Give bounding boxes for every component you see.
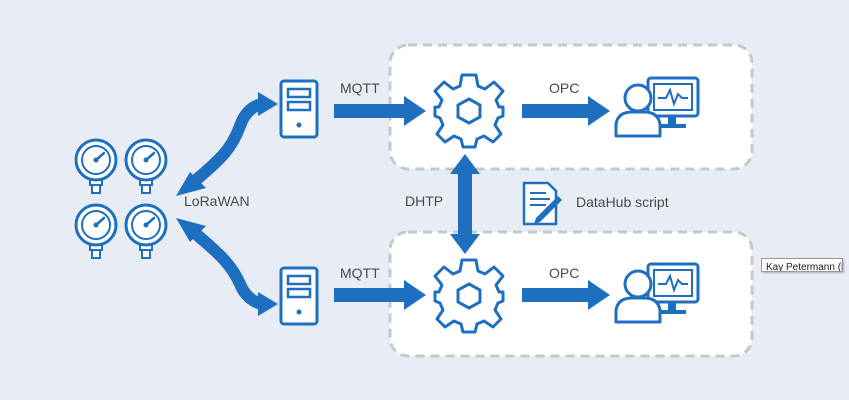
author-tooltip: Kay Petermann (k.p	[761, 258, 843, 272]
script-document-icon	[522, 181, 562, 226]
gear-icon	[433, 73, 505, 149]
gear-icon	[433, 258, 505, 334]
opc-arrow-top	[522, 96, 610, 126]
pressure-gauge-icon	[74, 203, 118, 260]
datahub-script-label: DataHub script	[576, 194, 669, 210]
mqtt-label-top: MQTT	[340, 80, 380, 96]
opc-label-bottom: OPC	[549, 265, 579, 281]
mqtt-arrow-bottom	[334, 280, 426, 310]
dhtp-label: DHTP	[405, 193, 443, 209]
pressure-gauge-icon	[124, 203, 168, 260]
opc-arrow-bottom	[522, 280, 610, 310]
mqtt-label-bottom: MQTT	[340, 265, 380, 281]
mqtt-arrow-top	[334, 96, 426, 126]
lorawan-arrow-top	[176, 92, 278, 196]
opc-label-top: OPC	[549, 80, 579, 96]
pressure-gauge-icon	[74, 138, 118, 195]
pressure-gauge-icon	[124, 138, 168, 195]
server-icon	[279, 79, 319, 139]
server-icon	[279, 266, 319, 326]
lorawan-label: LoRaWAN	[184, 193, 250, 209]
dhtp-arrow	[450, 154, 480, 254]
lorawan-arrow-bottom	[176, 218, 278, 316]
